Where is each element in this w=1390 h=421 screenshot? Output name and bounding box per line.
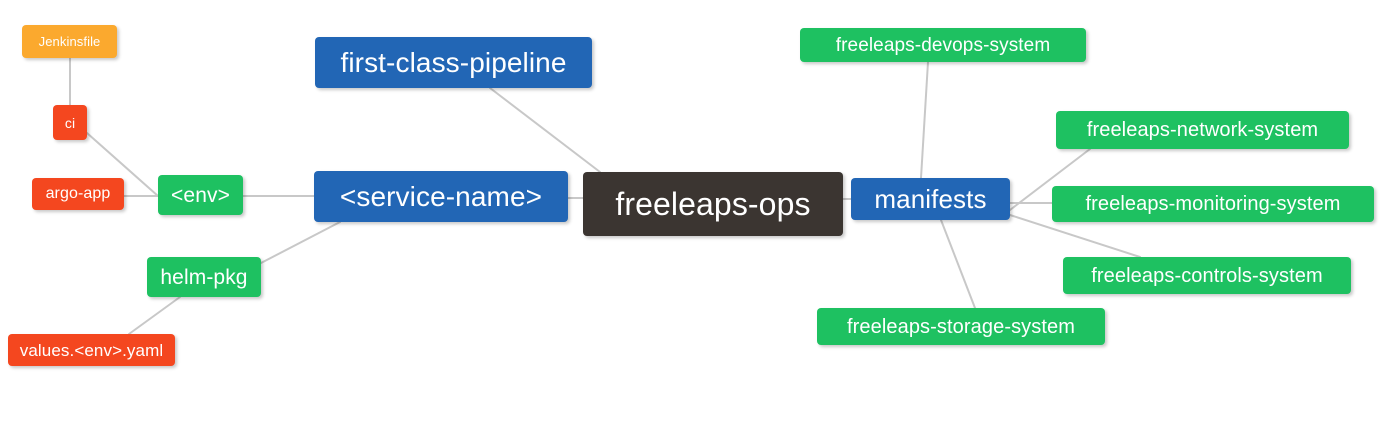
edge-helm-pkg-to-service-name bbox=[260, 221, 341, 264]
node-service-name[interactable]: <service-name> bbox=[314, 171, 568, 222]
node-first-class-pipeline[interactable]: first-class-pipeline bbox=[315, 37, 592, 88]
node-env[interactable]: <env> bbox=[158, 175, 243, 215]
node-storage-system[interactable]: freeleaps-storage-system bbox=[817, 308, 1105, 345]
edge-values-yaml-to-helm-pkg bbox=[128, 296, 181, 335]
node-devops-system[interactable]: freeleaps-devops-system bbox=[800, 28, 1086, 62]
node-network-system[interactable]: freeleaps-network-system bbox=[1056, 111, 1349, 149]
node-helm-pkg[interactable]: helm-pkg bbox=[147, 257, 261, 297]
edge-manifests-to-devops-system bbox=[920, 61, 929, 179]
node-values-yaml[interactable]: values.<env>.yaml bbox=[8, 334, 175, 366]
node-manifests[interactable]: manifests bbox=[851, 178, 1010, 220]
node-argo-app[interactable]: argo-app bbox=[32, 178, 124, 210]
node-monitoring-system[interactable]: freeleaps-monitoring-system bbox=[1052, 186, 1374, 222]
node-ci[interactable]: ci bbox=[53, 105, 87, 140]
edge-first-class-pipeline-to-freeleaps-ops bbox=[489, 87, 601, 173]
node-freeleaps-ops[interactable]: freeleaps-ops bbox=[583, 172, 843, 236]
edge-manifests-to-storage-system bbox=[940, 219, 976, 309]
node-jenkinsfile[interactable]: Jenkinsfile bbox=[22, 25, 117, 58]
node-controls-system[interactable]: freeleaps-controls-system bbox=[1063, 257, 1351, 294]
